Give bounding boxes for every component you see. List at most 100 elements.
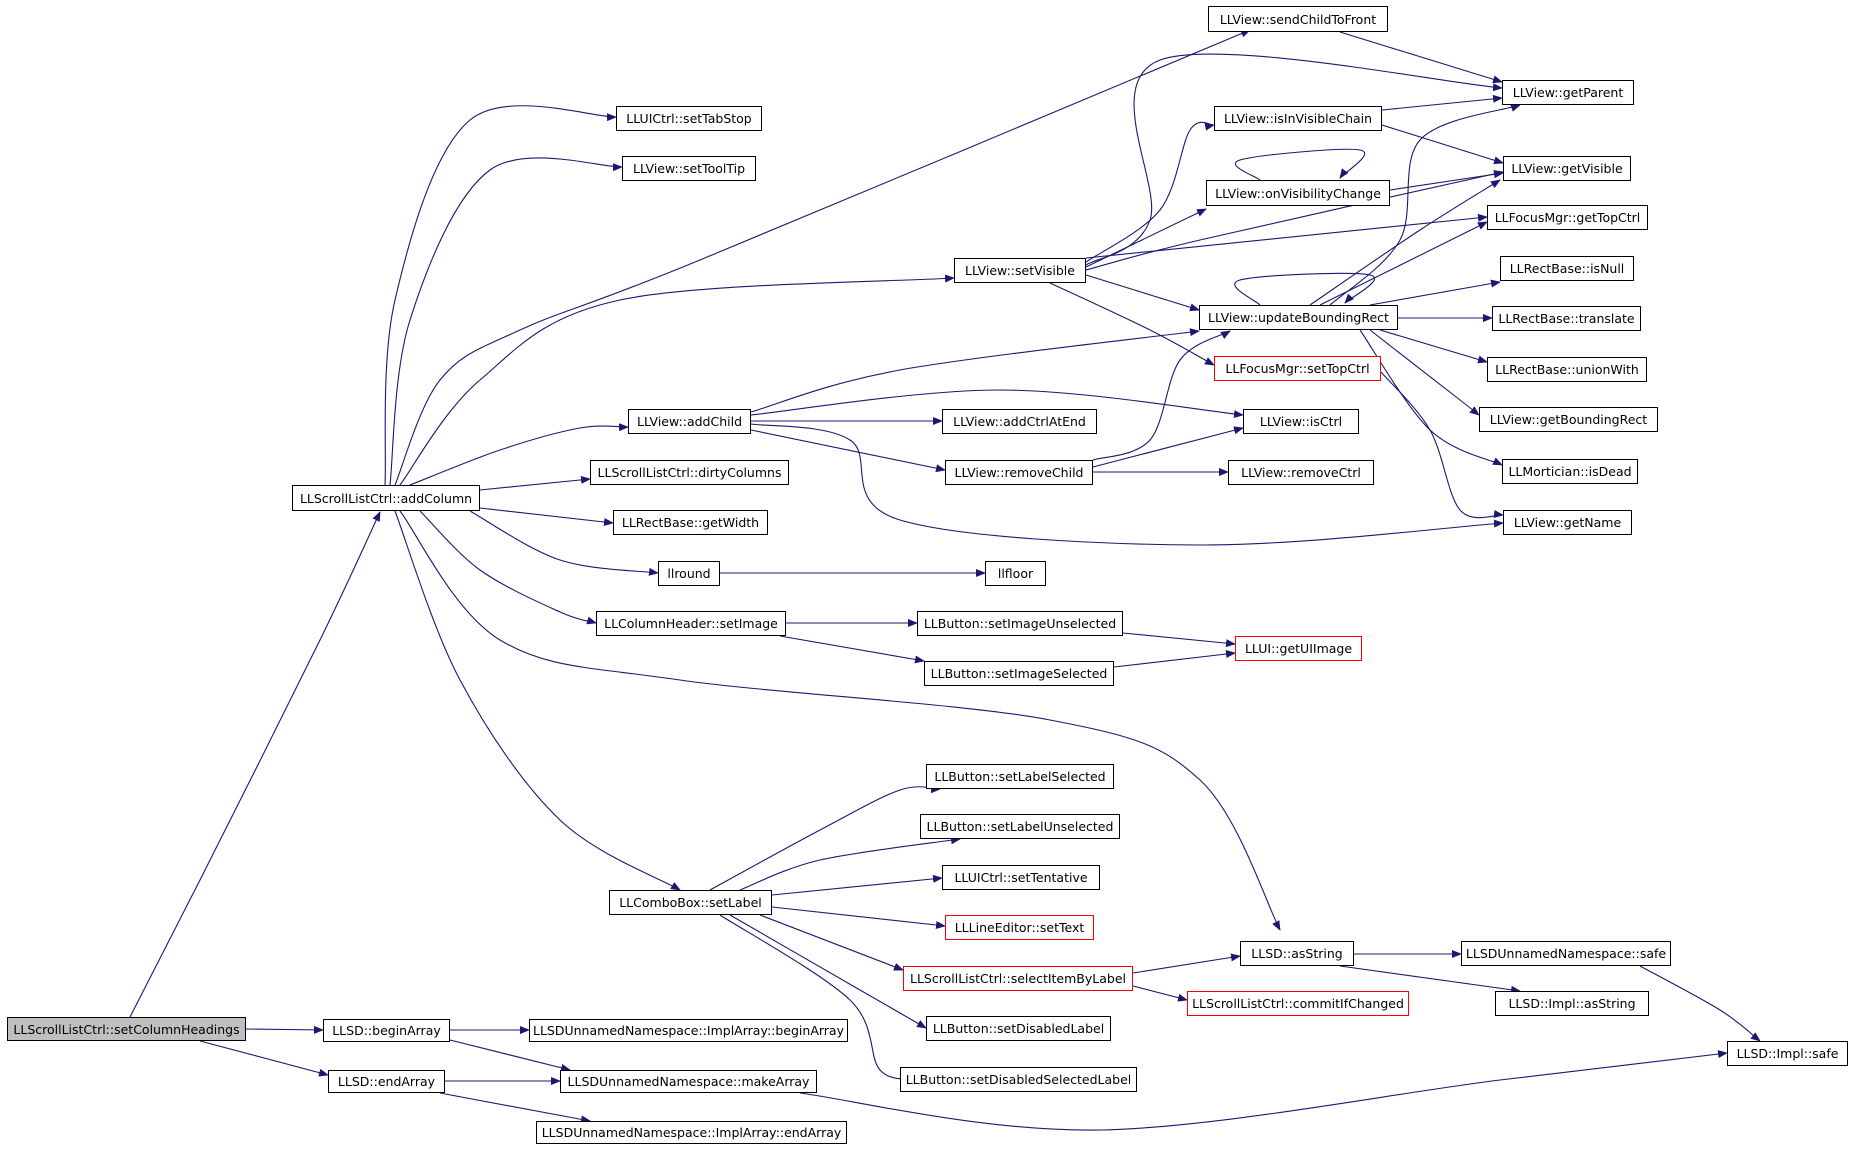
node-translate[interactable]: LLRectBase::translate (1492, 306, 1641, 331)
node-select-item-by-label[interactable]: LLScrollListCtrl::selectItemByLabel (903, 966, 1133, 991)
node-llfloor[interactable]: llfloor (985, 561, 1046, 586)
edge-setVisible-to-updateBoundingRect (1085, 274, 1200, 312)
node-set-tentative[interactable]: LLUICtrl::setTentative (942, 865, 1100, 890)
node-update-bounding-rect[interactable]: LLView::updateBoundingRect (1199, 305, 1398, 330)
edge-makeArray-to-implSafe (799, 1050, 1728, 1131)
node-end-array[interactable]: LLSD::endArray (328, 1070, 445, 1093)
edge-updateBoundingRect-to-fmGetTopCtrl (1319, 221, 1488, 306)
edge-addColumn-to-colSetImage (419, 510, 597, 625)
node-get-visible[interactable]: LLView::getVisible (1503, 156, 1631, 181)
node-set-visible[interactable]: LLView::setVisible (954, 258, 1086, 283)
node-add-column[interactable]: LLScrollListCtrl::addColumn (292, 485, 480, 511)
edge-selectItemByLabel-to-commitIfChanged (1132, 985, 1188, 1002)
node-get-u-i-image[interactable]: LLUI::getUIImage (1235, 636, 1362, 661)
node-ns-safe[interactable]: LLSDUnnamedNamespace::safe (1461, 941, 1671, 966)
edge-addChild-to-getName (750, 423, 1504, 546)
edge-updateBoundingRect-to-getVisible (1309, 179, 1501, 306)
edge-comboSetLabel-to-setDisabledSelectedLabel (719, 914, 921, 1081)
edge-comboSetLabel-to-setText (771, 906, 946, 929)
node-set-tool-tip[interactable]: LLView::setToolTip (622, 156, 756, 181)
edge-updateBoundingRect-to-isNull (1369, 279, 1501, 306)
edge-addChild-to-updateBoundingRect (750, 328, 1200, 413)
edge-setVisible-to-isInVisibleChain (1085, 121, 1215, 263)
node-impl-safe[interactable]: LLSD::Impl::safe (1727, 1041, 1848, 1066)
edge-addChild-to-isCtrl (750, 389, 1244, 419)
edge-comboSetLabel-to-setDisabledLabel (729, 914, 927, 1029)
edge-comboSetLabel-to-setLabelSelected (709, 785, 941, 891)
edge-comboSetLabel-to-setTentative (771, 874, 943, 896)
edge-addColumn-to-llround (469, 510, 659, 576)
node-is-null[interactable]: LLRectBase::isNull (1500, 256, 1634, 281)
edge-addColumn-to-asString (399, 510, 1281, 931)
node-set-disabled-selected-label[interactable]: LLButton::setDisabledSelectedLabel (900, 1067, 1137, 1092)
node-get-parent[interactable]: LLView::getParent (1502, 80, 1634, 105)
node-is-in-visible-chain[interactable]: LLView::isInVisibleChain (1214, 106, 1382, 131)
edge-comboSetLabel-to-selectItemByLabel (759, 914, 904, 971)
node-commit-if-changed[interactable]: LLScrollListCtrl::commitIfChanged (1187, 991, 1409, 1016)
edge-setImageSelected-to-getUIImage (1113, 650, 1236, 668)
node-remove-child[interactable]: LLView::removeChild (945, 460, 1093, 485)
node-set-label-unselected[interactable]: LLButton::setLabelUnselected (920, 814, 1120, 839)
node-combo-set-label[interactable]: LLComboBox::setLabel (609, 890, 772, 915)
node-dirty-columns[interactable]: LLScrollListCtrl::dirtyColumns (590, 460, 789, 485)
node-make-array[interactable]: LLSDUnnamedNamespace::makeArray (560, 1070, 817, 1093)
node-remove-ctrl[interactable]: LLView::removeCtrl (1228, 460, 1374, 485)
edge-updateBoundingRect-to-getParent (1329, 104, 1521, 306)
edge-addColumn-to-setTabStop (384, 105, 617, 486)
edge-beginArray-to-makeArray (449, 1039, 571, 1072)
edge-setImageUnselected-to-getUIImage (1122, 632, 1236, 648)
edge-nsSafe-to-implSafe (1639, 965, 1761, 1042)
edge-setVisible-to-fmSetTopCtrl (1049, 282, 1215, 366)
edge-addColumn-to-setVisible (399, 274, 955, 486)
node-fm-set-top-ctrl[interactable]: LLFocusMgr::setTopCtrl (1214, 356, 1381, 381)
node-get-width[interactable]: LLRectBase::getWidth (613, 510, 768, 535)
edge-colSetImage-to-setImageSelected (779, 635, 925, 664)
edge-addColumn-to-comboSetLabel (394, 510, 681, 891)
node-llround[interactable]: llround (658, 561, 720, 586)
node-set-tab-stop[interactable]: LLUICtrl::setTabStop (616, 106, 762, 131)
edge-setVisible-to-onVisibilityChange (1085, 208, 1207, 268)
node-set-label-selected[interactable]: LLButton::setLabelSelected (926, 764, 1114, 789)
node-set-image-selected[interactable]: LLButton::setImageSelected (924, 661, 1114, 686)
node-as-string[interactable]: LLSD::asString (1240, 941, 1354, 966)
node-is-dead[interactable]: LLMortician::isDead (1502, 459, 1638, 484)
node-col-set-image[interactable]: LLColumnHeader::setImage (596, 611, 786, 636)
edge-addChild-to-removeChild (750, 429, 946, 473)
edge-setVisible-to-getVisible (1085, 170, 1504, 271)
node-add-ctrl-at-end[interactable]: LLView::addCtrlAtEnd (942, 409, 1097, 434)
edge-updateBoundingRect-to-updateBoundingRect (1234, 272, 1375, 306)
node-set-text[interactable]: LLLineEditor::setText (945, 915, 1094, 940)
edge-selectItemByLabel-to-asString (1132, 953, 1241, 974)
edge-root-to-beginArray (245, 1025, 324, 1034)
node-root[interactable]: LLScrollListCtrl::setColumnHeadings (7, 1017, 246, 1041)
edge-removeChild-to-updateBoundingRect (1092, 330, 1231, 461)
node-is-ctrl[interactable]: LLView::isCtrl (1243, 409, 1359, 434)
edge-fmSetTopCtrl-to-getName (1380, 371, 1504, 519)
node-fm-get-top-ctrl[interactable]: LLFocusMgr::getTopCtrl (1487, 205, 1648, 230)
edge-setVisible-to-getParent (1085, 53, 1503, 266)
node-send-child-to-front[interactable]: LLView::sendChildToFront (1208, 6, 1388, 32)
node-get-bounding-rect[interactable]: LLView::getBoundingRect (1479, 407, 1658, 432)
node-add-child[interactable]: LLView::addChild (628, 409, 751, 434)
edge-root-to-endArray (199, 1040, 329, 1077)
edge-sendChildToFront-to-getParent (1339, 31, 1503, 84)
edge-setVisible-to-fmGetTopCtrl (1085, 213, 1488, 259)
edge-removeChild-to-isCtrl (1092, 426, 1244, 468)
node-union-with[interactable]: LLRectBase::unionWith (1487, 357, 1647, 382)
edge-addColumn-to-dirtyColumns (479, 475, 591, 491)
edge-addColumn-to-getWidth (479, 507, 614, 526)
edge-root-to-addColumn (129, 511, 381, 1018)
node-impl-end-array[interactable]: LLSDUnnamedNamespace::ImplArray::endArra… (536, 1121, 847, 1144)
node-set-image-unselected[interactable]: LLButton::setImageUnselected (917, 611, 1123, 636)
edge-addColumn-to-setToolTip (389, 157, 623, 486)
node-begin-array[interactable]: LLSD::beginArray (323, 1019, 450, 1042)
edge-addColumn-to-addChild (409, 423, 629, 486)
node-impl-begin-array[interactable]: LLSDUnnamedNamespace::ImplArray::beginAr… (529, 1019, 848, 1042)
node-on-visibility-change[interactable]: LLView::onVisibilityChange (1206, 180, 1390, 206)
node-get-name[interactable]: LLView::getName (1503, 510, 1632, 535)
edge-isInVisibleChain-to-getVisible (1381, 124, 1504, 165)
node-impl-as-string[interactable]: LLSD::Impl::asString (1495, 991, 1649, 1016)
edge-asString-to-implAsString (1339, 965, 1521, 994)
node-set-disabled-label[interactable]: LLButton::setDisabledLabel (926, 1016, 1111, 1041)
